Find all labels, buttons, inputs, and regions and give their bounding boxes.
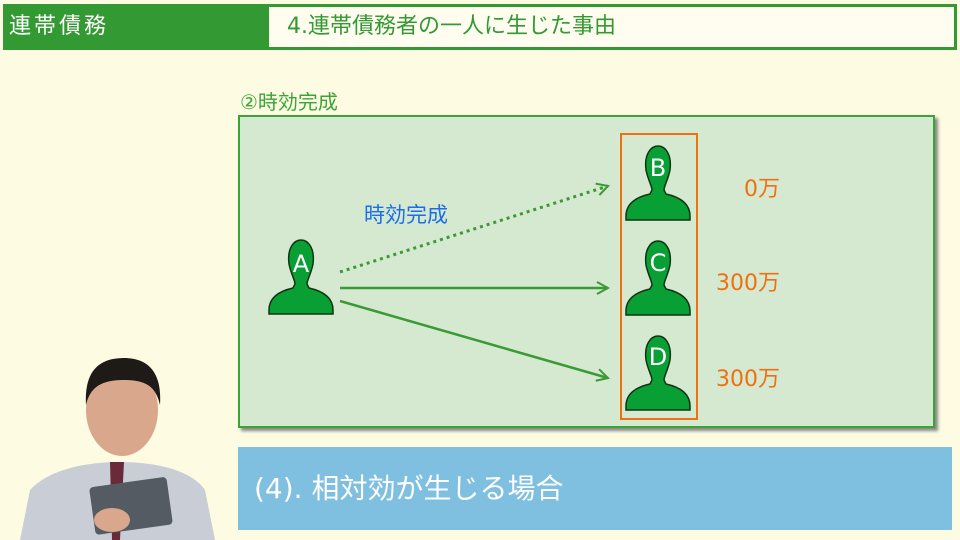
dotted-arrow-label: 時効完成 xyxy=(364,203,448,227)
amount-d: 300万 xyxy=(716,367,780,392)
debtor-group-box xyxy=(620,133,698,420)
presenter-video xyxy=(20,358,215,540)
subtitle: ②時効完成 xyxy=(240,90,338,114)
person-b-label: B xyxy=(650,154,666,182)
dotted-arrow-a-b xyxy=(339,186,608,274)
person-c-label: C xyxy=(650,249,667,277)
diagram-panel xyxy=(238,115,935,428)
slide-title: 4.連帯債務者の一人に生じた事由 xyxy=(269,4,957,50)
person-d-label: D xyxy=(649,343,667,371)
arrow-a-d xyxy=(339,299,608,378)
amount-c: 300万 xyxy=(716,271,780,296)
person-a-label: A xyxy=(293,250,310,278)
section-label: 連帯債務 xyxy=(3,4,269,50)
banner: (4). 相対効が生じる場合 xyxy=(238,447,952,530)
amount-b: 0万 xyxy=(744,177,780,202)
